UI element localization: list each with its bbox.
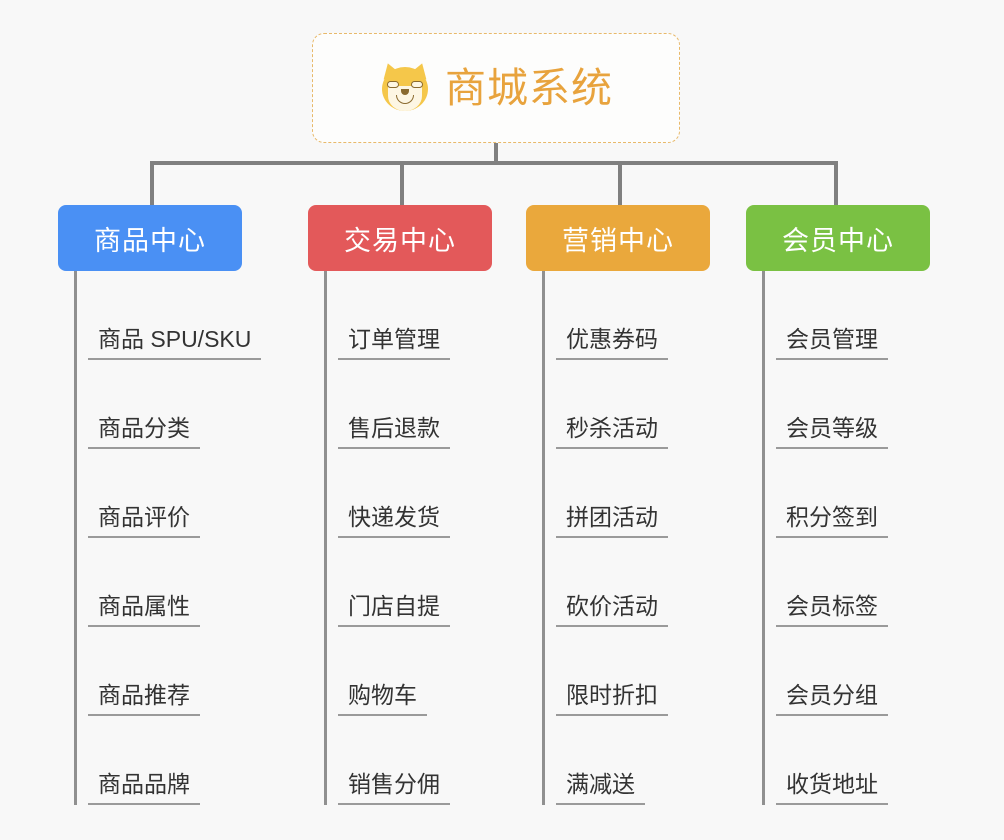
root-node[interactable]: 商城系统: [312, 33, 680, 143]
leaf-label: 砍价活动: [556, 593, 668, 627]
drop-connector-1: [150, 161, 154, 205]
leaf-item[interactable]: 会员分组: [776, 627, 888, 716]
leaf-label: 拼团活动: [556, 504, 668, 538]
branch-leaf-list-4: 会员管理会员等级积分签到会员标签会员分组收货地址: [746, 271, 888, 805]
leaf-label: 限时折扣: [556, 682, 668, 716]
leaf-item[interactable]: 商品推荐: [88, 627, 261, 716]
leaf-label: 会员分组: [776, 682, 888, 716]
leaf-label: 购物车: [338, 682, 427, 716]
leaf-label: 快递发货: [338, 504, 450, 538]
leaf-label: 商品 SPU/SKU: [88, 326, 262, 360]
leaf-item[interactable]: 积分签到: [776, 449, 888, 538]
branch-header-4[interactable]: 会员中心: [746, 205, 930, 271]
leaf-item[interactable]: 商品评价: [88, 449, 261, 538]
leaf-label: 会员管理: [776, 326, 888, 360]
branch-header-1[interactable]: 商品中心: [58, 205, 242, 271]
leaf-item[interactable]: 会员等级: [776, 360, 888, 449]
root-title: 商城系统: [445, 64, 613, 111]
branch-spine-4: [762, 271, 765, 805]
leaf-label: 商品品牌: [88, 771, 200, 805]
root-stem-connector: [494, 143, 498, 165]
shiba-dog-icon: [379, 60, 431, 114]
branch-spine-3: [542, 271, 545, 805]
leaf-item[interactable]: 砍价活动: [556, 538, 668, 627]
branch-header-3[interactable]: 营销中心: [526, 205, 710, 271]
leaf-item[interactable]: 满减送: [556, 716, 668, 805]
leaf-item[interactable]: 商品品牌: [88, 716, 261, 805]
leaf-item[interactable]: 订单管理: [338, 271, 450, 360]
leaf-label: 优惠券码: [556, 326, 668, 360]
leaf-label: 满减送: [556, 771, 645, 805]
leaf-item[interactable]: 优惠券码: [556, 271, 668, 360]
leaf-label: 秒杀活动: [556, 415, 668, 449]
leaf-item[interactable]: 商品属性: [88, 538, 261, 627]
drop-connector-4: [834, 161, 838, 205]
leaf-label: 商品推荐: [88, 682, 200, 716]
leaf-item[interactable]: 商品分类: [88, 360, 261, 449]
leaf-label: 商品评价: [88, 504, 200, 538]
leaf-item[interactable]: 收货地址: [776, 716, 888, 805]
leaf-item[interactable]: 会员标签: [776, 538, 888, 627]
leaf-label: 订单管理: [338, 326, 450, 360]
leaf-label: 商品分类: [88, 415, 200, 449]
leaf-item[interactable]: 限时折扣: [556, 627, 668, 716]
leaf-label: 销售分佣: [338, 771, 450, 805]
branch-leaf-list-2: 订单管理售后退款快递发货门店自提购物车销售分佣: [308, 271, 450, 805]
leaf-item[interactable]: 商品 SPU/SKU: [88, 271, 262, 360]
leaf-label: 积分签到: [776, 504, 888, 538]
leaf-item[interactable]: 快递发货: [338, 449, 450, 538]
horizontal-bus-connector: [150, 161, 838, 165]
branch-spine-2: [324, 271, 327, 805]
leaf-item[interactable]: 销售分佣: [338, 716, 450, 805]
leaf-label: 商品属性: [88, 593, 200, 627]
leaf-item[interactable]: 售后退款: [338, 360, 450, 449]
leaf-label: 门店自提: [338, 593, 450, 627]
leaf-label: 会员标签: [776, 593, 888, 627]
leaf-item[interactable]: 秒杀活动: [556, 360, 668, 449]
leaf-item[interactable]: 拼团活动: [556, 449, 668, 538]
branch-header-2[interactable]: 交易中心: [308, 205, 492, 271]
drop-connector-3: [618, 161, 622, 205]
leaf-label: 收货地址: [776, 771, 888, 805]
branch-leaf-list-3: 优惠券码秒杀活动拼团活动砍价活动限时折扣满减送: [526, 271, 668, 805]
leaf-item[interactable]: 购物车: [338, 627, 450, 716]
branch-leaf-list-1: 商品 SPU/SKU 商品分类商品评价商品属性商品推荐商品品牌: [58, 271, 262, 805]
branch-spine-1: [74, 271, 77, 805]
leaf-label: 会员等级: [776, 415, 888, 449]
leaf-item[interactable]: 门店自提: [338, 538, 450, 627]
leaf-label: 售后退款: [338, 415, 450, 449]
drop-connector-2: [400, 161, 404, 205]
leaf-item[interactable]: 会员管理: [776, 271, 888, 360]
